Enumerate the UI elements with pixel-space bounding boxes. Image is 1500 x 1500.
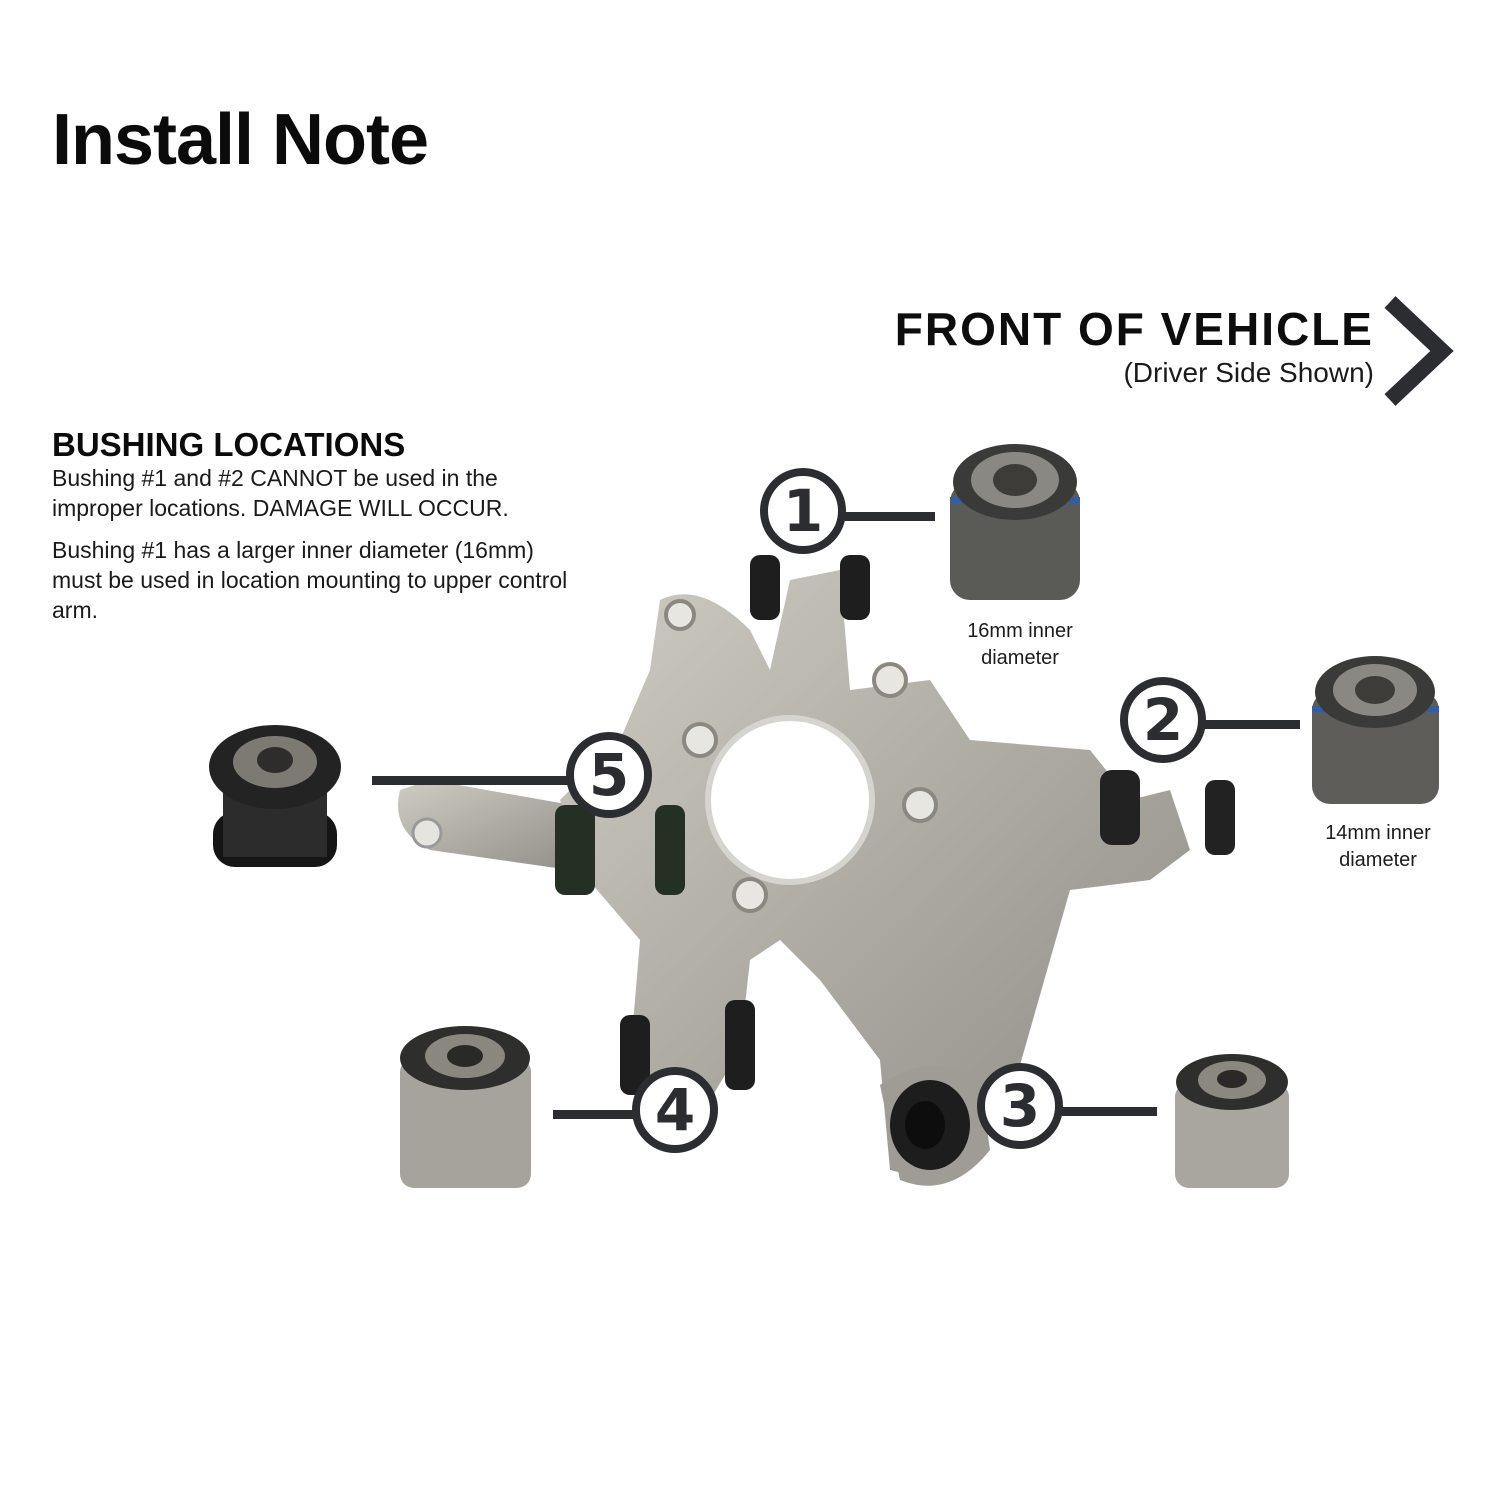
- page-title: Install Note: [52, 100, 429, 180]
- caption-line: 14mm inner: [1325, 822, 1431, 844]
- leader-line-5: [372, 776, 572, 785]
- marker-1: 1: [760, 468, 846, 554]
- steering-knuckle-image: [370, 540, 1270, 1220]
- bushing-5-image: [205, 722, 345, 872]
- marker-number: 5: [588, 741, 630, 809]
- bushing-2-image: [1308, 652, 1443, 812]
- bushing-locations-notes: BUSHING LOCATIONS Bushing #1 and #2 CANN…: [52, 426, 572, 637]
- marker-number: 2: [1142, 686, 1184, 754]
- bushing-4-image: [398, 1018, 533, 1193]
- marker-number: 4: [654, 1076, 696, 1144]
- leader-line-4: [553, 1110, 638, 1119]
- leader-line-3: [1062, 1107, 1157, 1116]
- notes-paragraph-2: Bushing #1 has a larger inner diameter (…: [52, 536, 568, 623]
- marker-3: 3: [977, 1063, 1063, 1149]
- chevron-right-icon: [1380, 296, 1454, 406]
- direction-label: FRONT OF VEHICLE: [894, 303, 1374, 355]
- caption-line: diameter: [981, 647, 1059, 669]
- notes-paragraph-1: Bushing #1 and #2 CANNOT be used in the …: [52, 464, 509, 521]
- direction-sublabel: (Driver Side Shown): [1123, 357, 1374, 388]
- front-of-vehicle-label: FRONT OF VEHICLE (Driver Side Shown): [895, 306, 1374, 389]
- bushing-2-caption: 14mm inner diameter: [1288, 820, 1468, 874]
- caption-line: diameter: [1339, 849, 1417, 871]
- bushing-1-caption: 16mm inner diameter: [930, 618, 1110, 672]
- marker-2: 2: [1120, 677, 1206, 763]
- bushing-1-image: [945, 442, 1085, 607]
- leader-line-1: [845, 512, 935, 521]
- marker-number: 1: [782, 477, 824, 545]
- notes-heading: BUSHING LOCATIONS: [52, 426, 406, 463]
- marker-number: 3: [999, 1072, 1041, 1140]
- marker-5: 5: [566, 732, 652, 818]
- bushing-3-image: [1173, 1048, 1291, 1193]
- leader-line-2: [1205, 720, 1300, 729]
- caption-line: 16mm inner: [967, 620, 1073, 642]
- marker-4: 4: [632, 1067, 718, 1153]
